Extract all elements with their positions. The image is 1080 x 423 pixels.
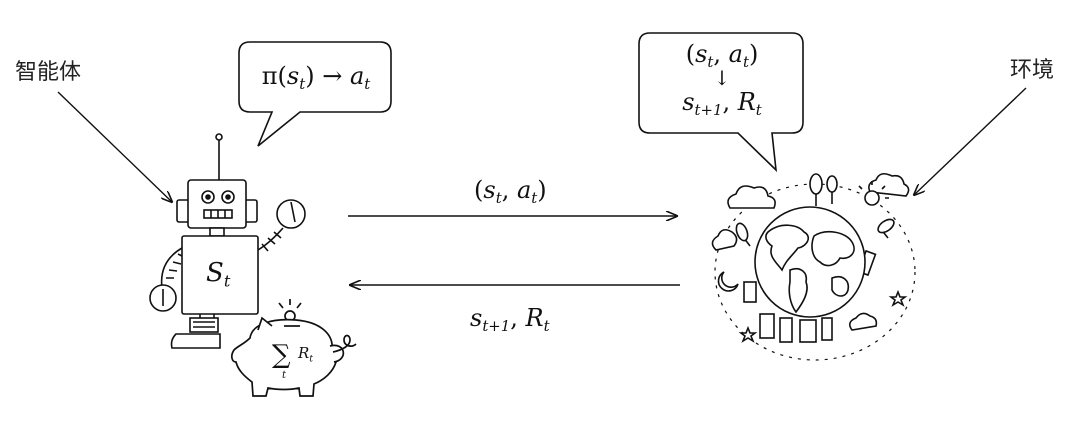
transition-input: (st, at)	[685, 40, 759, 72]
sum-symbol: ∑	[272, 340, 291, 370]
action-arrow-label: (st, at)	[474, 176, 547, 208]
agent-pointer-arrow	[57, 91, 172, 202]
transition-output: st+1, Rt	[682, 88, 762, 120]
environment-pointer-arrow	[914, 87, 1027, 195]
reward-symbol: Rt	[298, 344, 314, 365]
agent-speech-bubble	[238, 41, 392, 147]
robot-state-label: St	[206, 258, 231, 291]
robot-icon	[149, 133, 306, 349]
transition-down-arrow: ↓	[713, 66, 731, 90]
environment-speech-bubble	[638, 32, 804, 173]
cumulative-reward-label: ∑ t Rt	[270, 336, 330, 381]
agent-label: 智能体	[15, 60, 82, 85]
feedback-arrow-label: st+1, Rt	[470, 304, 550, 336]
earth-globe-icon	[711, 172, 916, 361]
policy-formula: π(st) → at	[261, 62, 371, 94]
sum-index: t	[282, 370, 287, 381]
piggy-bank-icon	[230, 299, 357, 397]
environment-label: 环境	[1010, 58, 1055, 83]
transition-formula: (st, at) ↓ st+1, Rt	[646, 40, 798, 120]
